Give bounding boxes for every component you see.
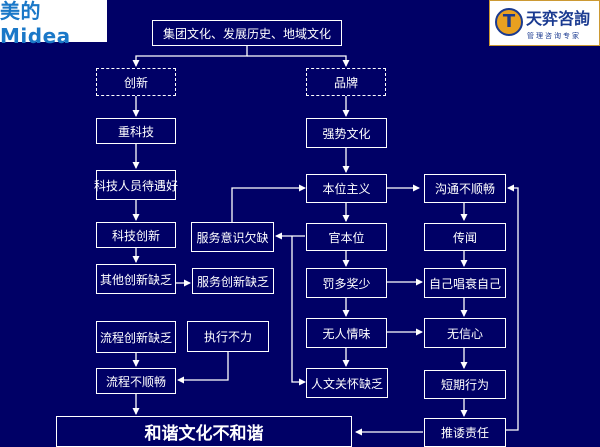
node-service-lack: 服务意识欠缺 xyxy=(191,222,274,252)
node-no-human-touch: 无人情味 xyxy=(306,318,387,348)
midea-logo-text: 美的Midea xyxy=(0,0,71,48)
node-harmony-disharmony: 和谐文化不和谐 xyxy=(56,416,352,447)
node-poor-communication: 沟通不顺畅 xyxy=(424,174,506,203)
node-tech-focus: 重科技 xyxy=(96,118,176,144)
node-tech-staff: 科技人员待遇好 xyxy=(94,170,178,200)
arrow-service-dept xyxy=(231,184,306,222)
node-departmentalism: 本位主义 xyxy=(306,174,387,203)
tianyi-mark-icon: T xyxy=(495,8,523,36)
node-service-innovation: 服务创新缺乏 xyxy=(192,268,274,294)
node-process-innovation: 流程创新缺乏 xyxy=(96,321,176,353)
node-strong-culture: 强势文化 xyxy=(306,118,387,148)
node-brand: 品牌 xyxy=(306,68,386,96)
arrow-side-human xyxy=(291,236,306,386)
arrow-top-split xyxy=(132,46,248,67)
node-more-punish: 罚多奖少 xyxy=(306,268,387,298)
node-shirk-responsibility: 推诿责任 xyxy=(424,418,506,447)
node-humanistic-lack: 人文关怀缺乏 xyxy=(306,368,388,398)
node-no-confidence: 无信心 xyxy=(424,318,506,348)
node-rumor: 传闻 xyxy=(424,223,506,251)
node-tech-innovation: 科技创新 xyxy=(96,222,176,248)
node-official-standard: 官本位 xyxy=(306,223,387,251)
node-other-innovation: 其他创新缺乏 xyxy=(96,264,176,294)
node-innovation: 创新 xyxy=(96,68,176,96)
tianyi-logo-tagline: 管理咨询专家 xyxy=(527,32,581,40)
node-group-culture: 集团文化、发展历史、地域文化 xyxy=(152,20,342,46)
node-process-not-smooth: 流程不顺畅 xyxy=(96,368,176,394)
arrow-shirk-comm xyxy=(505,184,519,431)
node-self-decline: 自己唱衰自己 xyxy=(424,268,506,298)
arrow-exec-smooth xyxy=(177,352,229,384)
node-poor-execution: 执行不力 xyxy=(187,321,269,352)
arrow-top-brand xyxy=(247,55,350,67)
node-short-term: 短期行为 xyxy=(424,370,506,399)
tianyi-logo-name: 天弈咨詢 xyxy=(526,9,591,28)
midea-logo: 美的Midea xyxy=(0,0,107,48)
